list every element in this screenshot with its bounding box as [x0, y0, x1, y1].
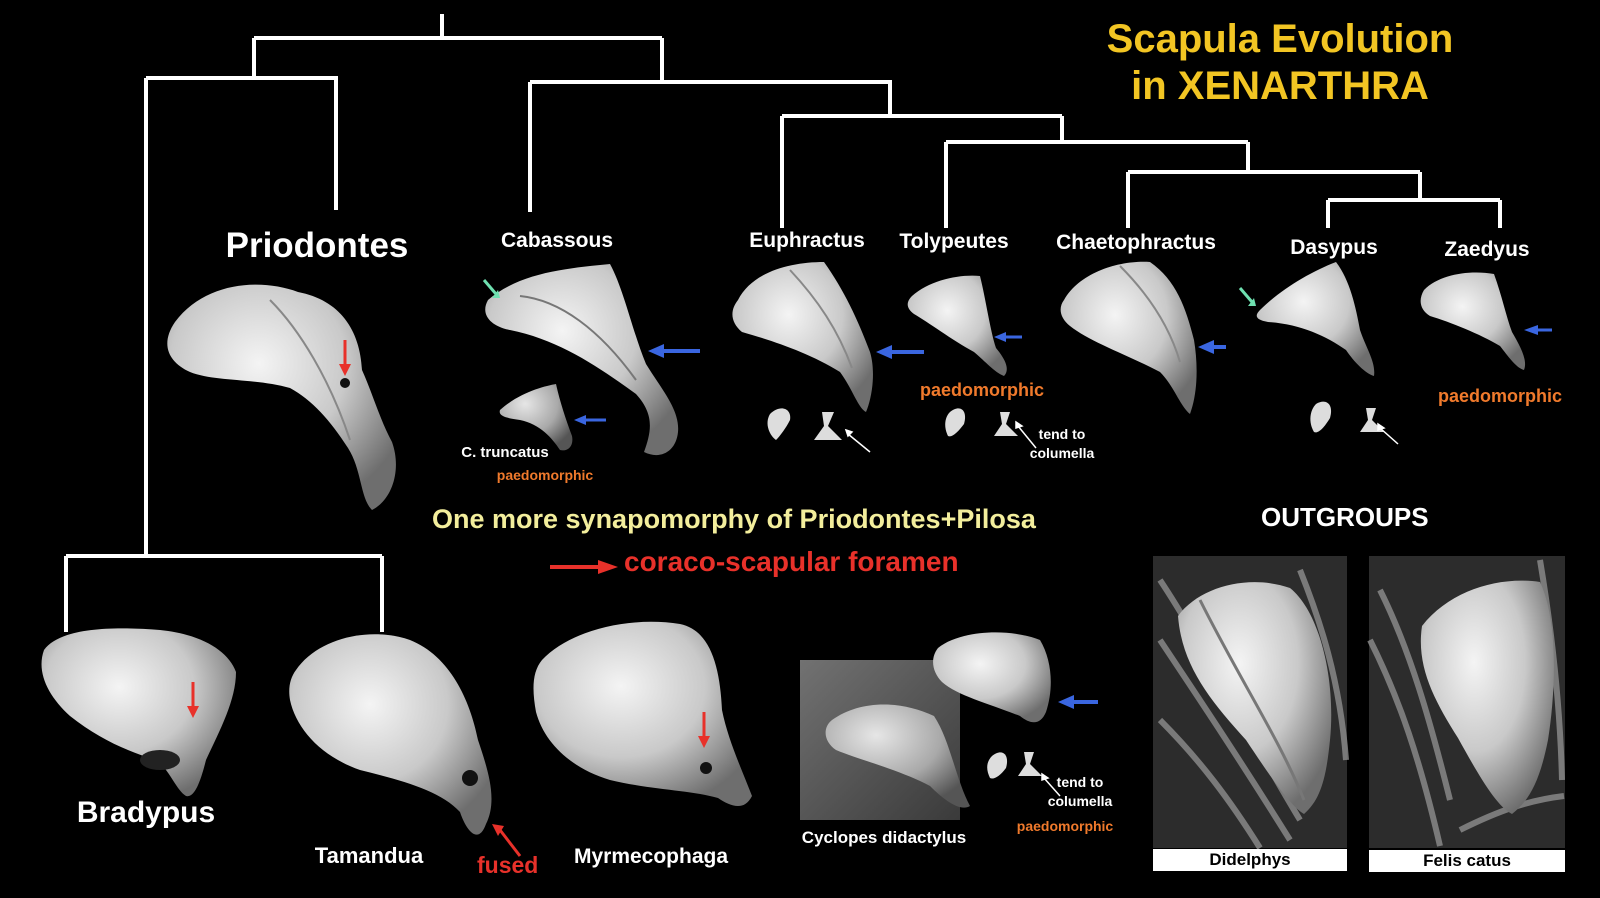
didelphys-photo — [1153, 556, 1349, 850]
label-chaetophractus: Chaetophractus — [1056, 231, 1216, 254]
cyclopes-small-bones — [987, 752, 1042, 779]
diagram-title: Scapula Evolution in XENARTHRA — [1090, 16, 1470, 110]
tree-tolypeutes-branch — [944, 140, 1250, 228]
label-c-truncatus: C. truncatus — [461, 444, 549, 461]
tree-root-branch — [252, 14, 664, 78]
tree-euphractinae-branch — [780, 110, 1064, 228]
tolypeutes-scapula-image — [907, 275, 1007, 376]
felis-caption: Felis catus — [1369, 850, 1565, 872]
title-line-2: in XENARTHRA — [1131, 64, 1429, 108]
label-tolypeutes-columella: columella — [1029, 445, 1095, 461]
tree-armadillo-branch — [528, 78, 892, 212]
green-arrows — [482, 279, 1256, 306]
label-dasypus: Dasypus — [1290, 236, 1378, 259]
priodontes-scapula-image — [167, 284, 396, 510]
label-zaedyus-paedomorphic: paedomorphic — [1437, 386, 1563, 406]
label-myrmecophaga: Myrmecophaga — [573, 845, 729, 868]
label-c-truncatus-paedomorphic: paedomorphic — [496, 467, 594, 483]
cabassous-green-arrow — [482, 279, 498, 295]
label-tolypeutes-tend-to: tend to — [1038, 426, 1086, 442]
tree-chaetophractus-branch — [1126, 170, 1422, 228]
tree-xenarthra-split — [144, 76, 338, 556]
felis-photo — [1367, 556, 1565, 848]
tamandua-scapula-image — [289, 634, 492, 835]
label-cabassous: Cabassous — [500, 229, 614, 252]
label-tamandua: Tamandua — [314, 843, 424, 868]
myrmecophaga-scapula-image — [533, 621, 752, 807]
pointer-lines — [844, 420, 1399, 797]
bradypus-scapula-image — [41, 628, 236, 797]
label-bradypus: Bradypus — [76, 796, 216, 829]
blue-arrows — [574, 325, 1552, 709]
label-cyclopes: Cyclopes didactylus — [801, 828, 967, 847]
cyclopes-scapula-image — [933, 632, 1051, 723]
c-truncatus-scapula-image — [499, 384, 573, 451]
tolypeutes-small-bones — [945, 408, 1018, 437]
label-tolypeutes-paedomorphic: paedomorphic — [919, 380, 1045, 400]
dasypus-scapula-image — [1256, 262, 1375, 376]
label-fused: fused — [477, 852, 539, 878]
dasypus-small-bones — [1310, 401, 1384, 433]
didelphys-caption: Didelphys — [1153, 849, 1347, 871]
label-zaedyus: Zaedyus — [1444, 238, 1530, 261]
foramen-legend-label: coraco-scapular foramen — [624, 546, 959, 577]
synapomorphy-caption: One more synapomorphy of Priodontes+Pilo… — [432, 504, 1036, 534]
outgroups-label: OUTGROUPS — [1261, 502, 1429, 532]
tree-pilosa-branch — [64, 554, 384, 632]
label-cyclopes-columella: columella — [1047, 793, 1113, 809]
label-cyclopes-paedomorphic: paedomorphic — [1016, 818, 1114, 834]
euphractus-scapula-image — [732, 262, 873, 412]
label-euphractus: Euphractus — [749, 229, 865, 252]
label-cyclopes-tend-to: tend to — [1056, 774, 1104, 790]
red-arrows — [187, 340, 710, 857]
label-tolypeutes: Tolypeutes — [899, 230, 1009, 253]
label-priodontes: Priodontes — [225, 226, 409, 265]
cyclopes-skeleton-image — [800, 660, 970, 820]
tree-dasypus-zaedyus-branch — [1326, 198, 1502, 228]
euphractus-small-bones — [767, 408, 842, 440]
chaetophractus-scapula-image — [1060, 261, 1197, 414]
tamandua-fused-arrow — [498, 829, 522, 857]
title-line-1: Scapula Evolution — [1106, 17, 1454, 61]
cabassous-scapula-image — [485, 264, 679, 456]
zaedyus-scapula-image — [1420, 272, 1526, 370]
dasypus-green-arrow — [1238, 287, 1254, 303]
